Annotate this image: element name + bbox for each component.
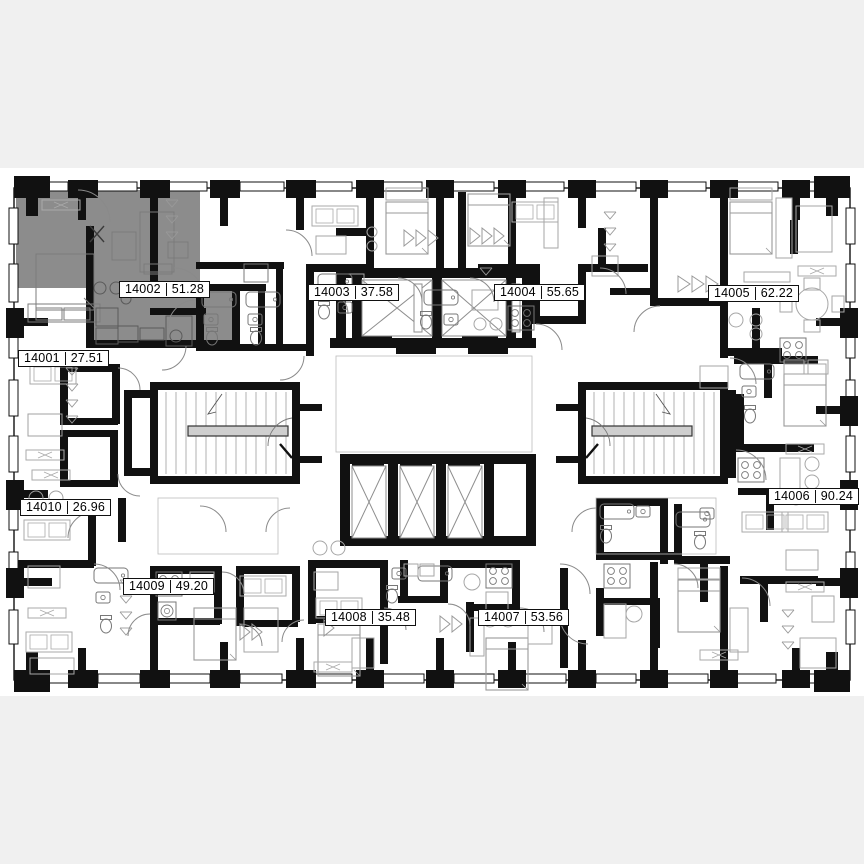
unit-number: 14002	[125, 282, 161, 296]
unit-area: 35.48	[377, 610, 411, 624]
label-divider	[540, 286, 542, 299]
unit-area: 90.24	[820, 489, 854, 503]
stair-core-right	[585, 390, 720, 476]
unit-label-14004[interactable]: 14004 55.65	[494, 284, 586, 301]
unit-number: 14006	[774, 489, 810, 503]
unit-label-14002[interactable]: 14002 51.28	[119, 281, 211, 298]
unit-number: 14009	[129, 579, 165, 593]
floor-plan-drawing	[0, 168, 864, 696]
label-divider	[754, 287, 756, 300]
label-divider	[371, 611, 373, 624]
unit-number: 14004	[500, 285, 536, 299]
round-dining-table	[779, 277, 845, 333]
elevator-cab	[351, 465, 387, 539]
unit-area: 26.96	[72, 500, 106, 514]
unit-label-14009[interactable]: 14009 49.20	[123, 578, 215, 595]
unit-area: 62.22	[760, 286, 794, 300]
unit-number: 14010	[26, 500, 62, 514]
label-divider	[64, 352, 66, 365]
label-divider	[165, 283, 167, 296]
elevator-cab	[399, 465, 435, 539]
floor-plan-sheet	[0, 168, 864, 696]
label-divider	[814, 490, 816, 503]
label-divider	[66, 501, 68, 514]
unit-number: 14008	[331, 610, 367, 624]
elevator-cab	[447, 465, 483, 539]
unit-number: 14003	[314, 285, 350, 299]
unit-number: 14007	[484, 610, 520, 624]
unit-label-14003[interactable]: 14003 37.58	[308, 284, 400, 301]
door-swing	[67, 189, 771, 647]
unit-number: 14001	[24, 351, 60, 365]
unit-area: 51.28	[171, 282, 205, 296]
unit-area: 27.51	[70, 351, 104, 365]
elevator-bank-lower	[351, 465, 483, 539]
stair-core-left	[158, 390, 293, 476]
label-divider	[169, 580, 171, 593]
unit-label-14010[interactable]: 14010 26.96	[20, 499, 112, 516]
unit-label-14008[interactable]: 14008 35.48	[325, 609, 417, 626]
unit-area: 53.56	[530, 610, 564, 624]
unit-label-14007[interactable]: 14007 53.56	[478, 609, 570, 626]
unit-number: 14005	[714, 286, 750, 300]
label-divider	[354, 286, 356, 299]
label-divider	[524, 611, 526, 624]
unit-area: 49.20	[175, 579, 209, 593]
unit-label-14006[interactable]: 14006 90.24	[768, 488, 860, 505]
unit-label-14001[interactable]: 14001 27.51	[18, 350, 110, 367]
unit-label-14005[interactable]: 14005 62.22	[708, 285, 800, 302]
unit-area: 55.65	[546, 285, 580, 299]
unit-area: 37.58	[360, 285, 394, 299]
room-outlines	[157, 355, 717, 555]
